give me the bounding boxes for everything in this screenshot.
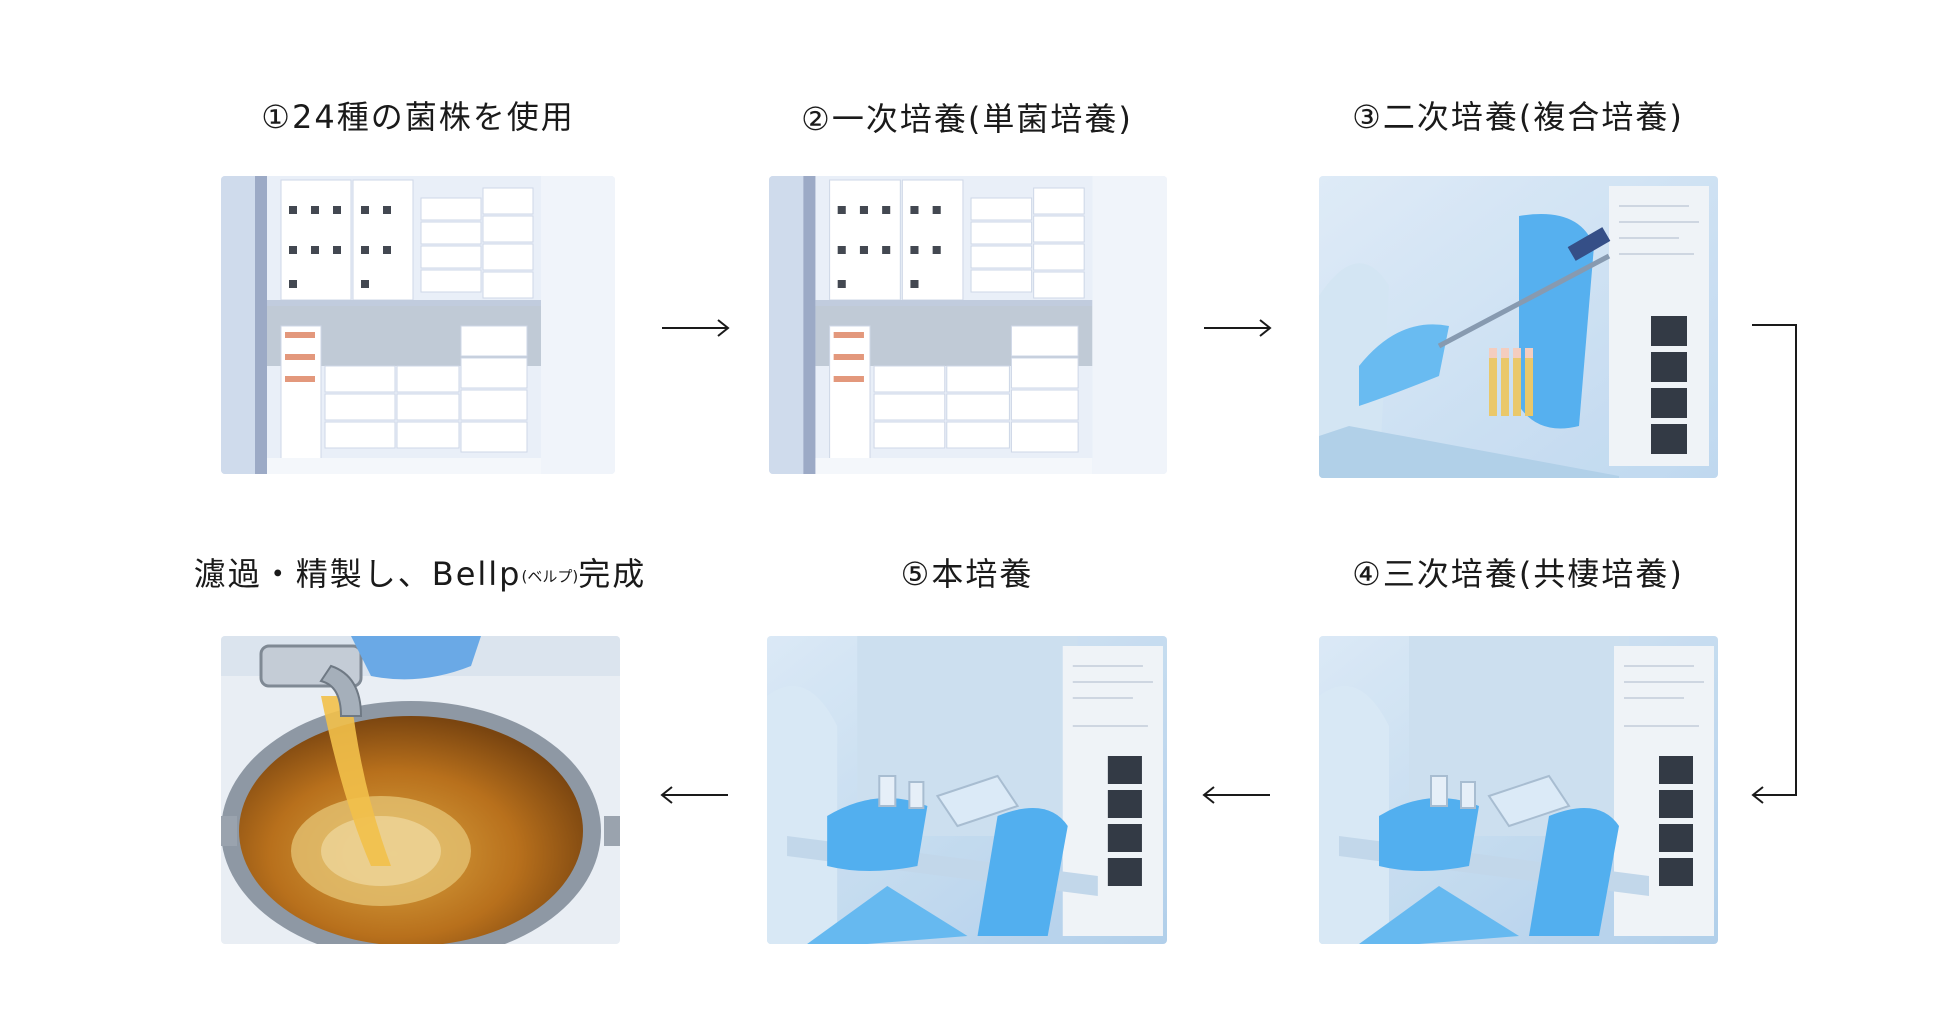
- step-1-label: ①24種の菌株を使用: [261, 98, 575, 136]
- flask-culture-photo: [1319, 636, 1718, 944]
- step-6-label-end: 完成: [578, 555, 647, 593]
- step-6-label-main: 濾過・精製し、Bellp: [193, 555, 522, 593]
- arrow-step5-to-step6: [660, 786, 728, 804]
- arrow-step3-to-step4: [1751, 324, 1797, 804]
- arrow-step1-to-step2: [662, 319, 730, 337]
- freezer-strain-storage-photo: [221, 176, 615, 474]
- arrow-step4-to-step5: [1202, 786, 1270, 804]
- step-2-label: ②一次培養(単菌培養): [801, 100, 1133, 138]
- step-4-label: ④三次培養(共棲培養): [1352, 555, 1684, 593]
- freezer-strain-storage-photo: [769, 176, 1167, 474]
- step-6-label: 濾過・精製し、Bellp(ベルプ)完成: [194, 549, 646, 595]
- step-3-label: ③二次培養(複合培養): [1352, 98, 1684, 136]
- arrow-step2-to-step3: [1204, 319, 1272, 337]
- flask-culture-photo: [767, 636, 1167, 944]
- step-6-label-small: (ベルプ): [521, 567, 579, 586]
- pipette-culture-photo: [1319, 176, 1718, 478]
- step-5-label: ⑤本培養: [900, 555, 1034, 593]
- filtered-liquid-pot-photo: [221, 636, 620, 944]
